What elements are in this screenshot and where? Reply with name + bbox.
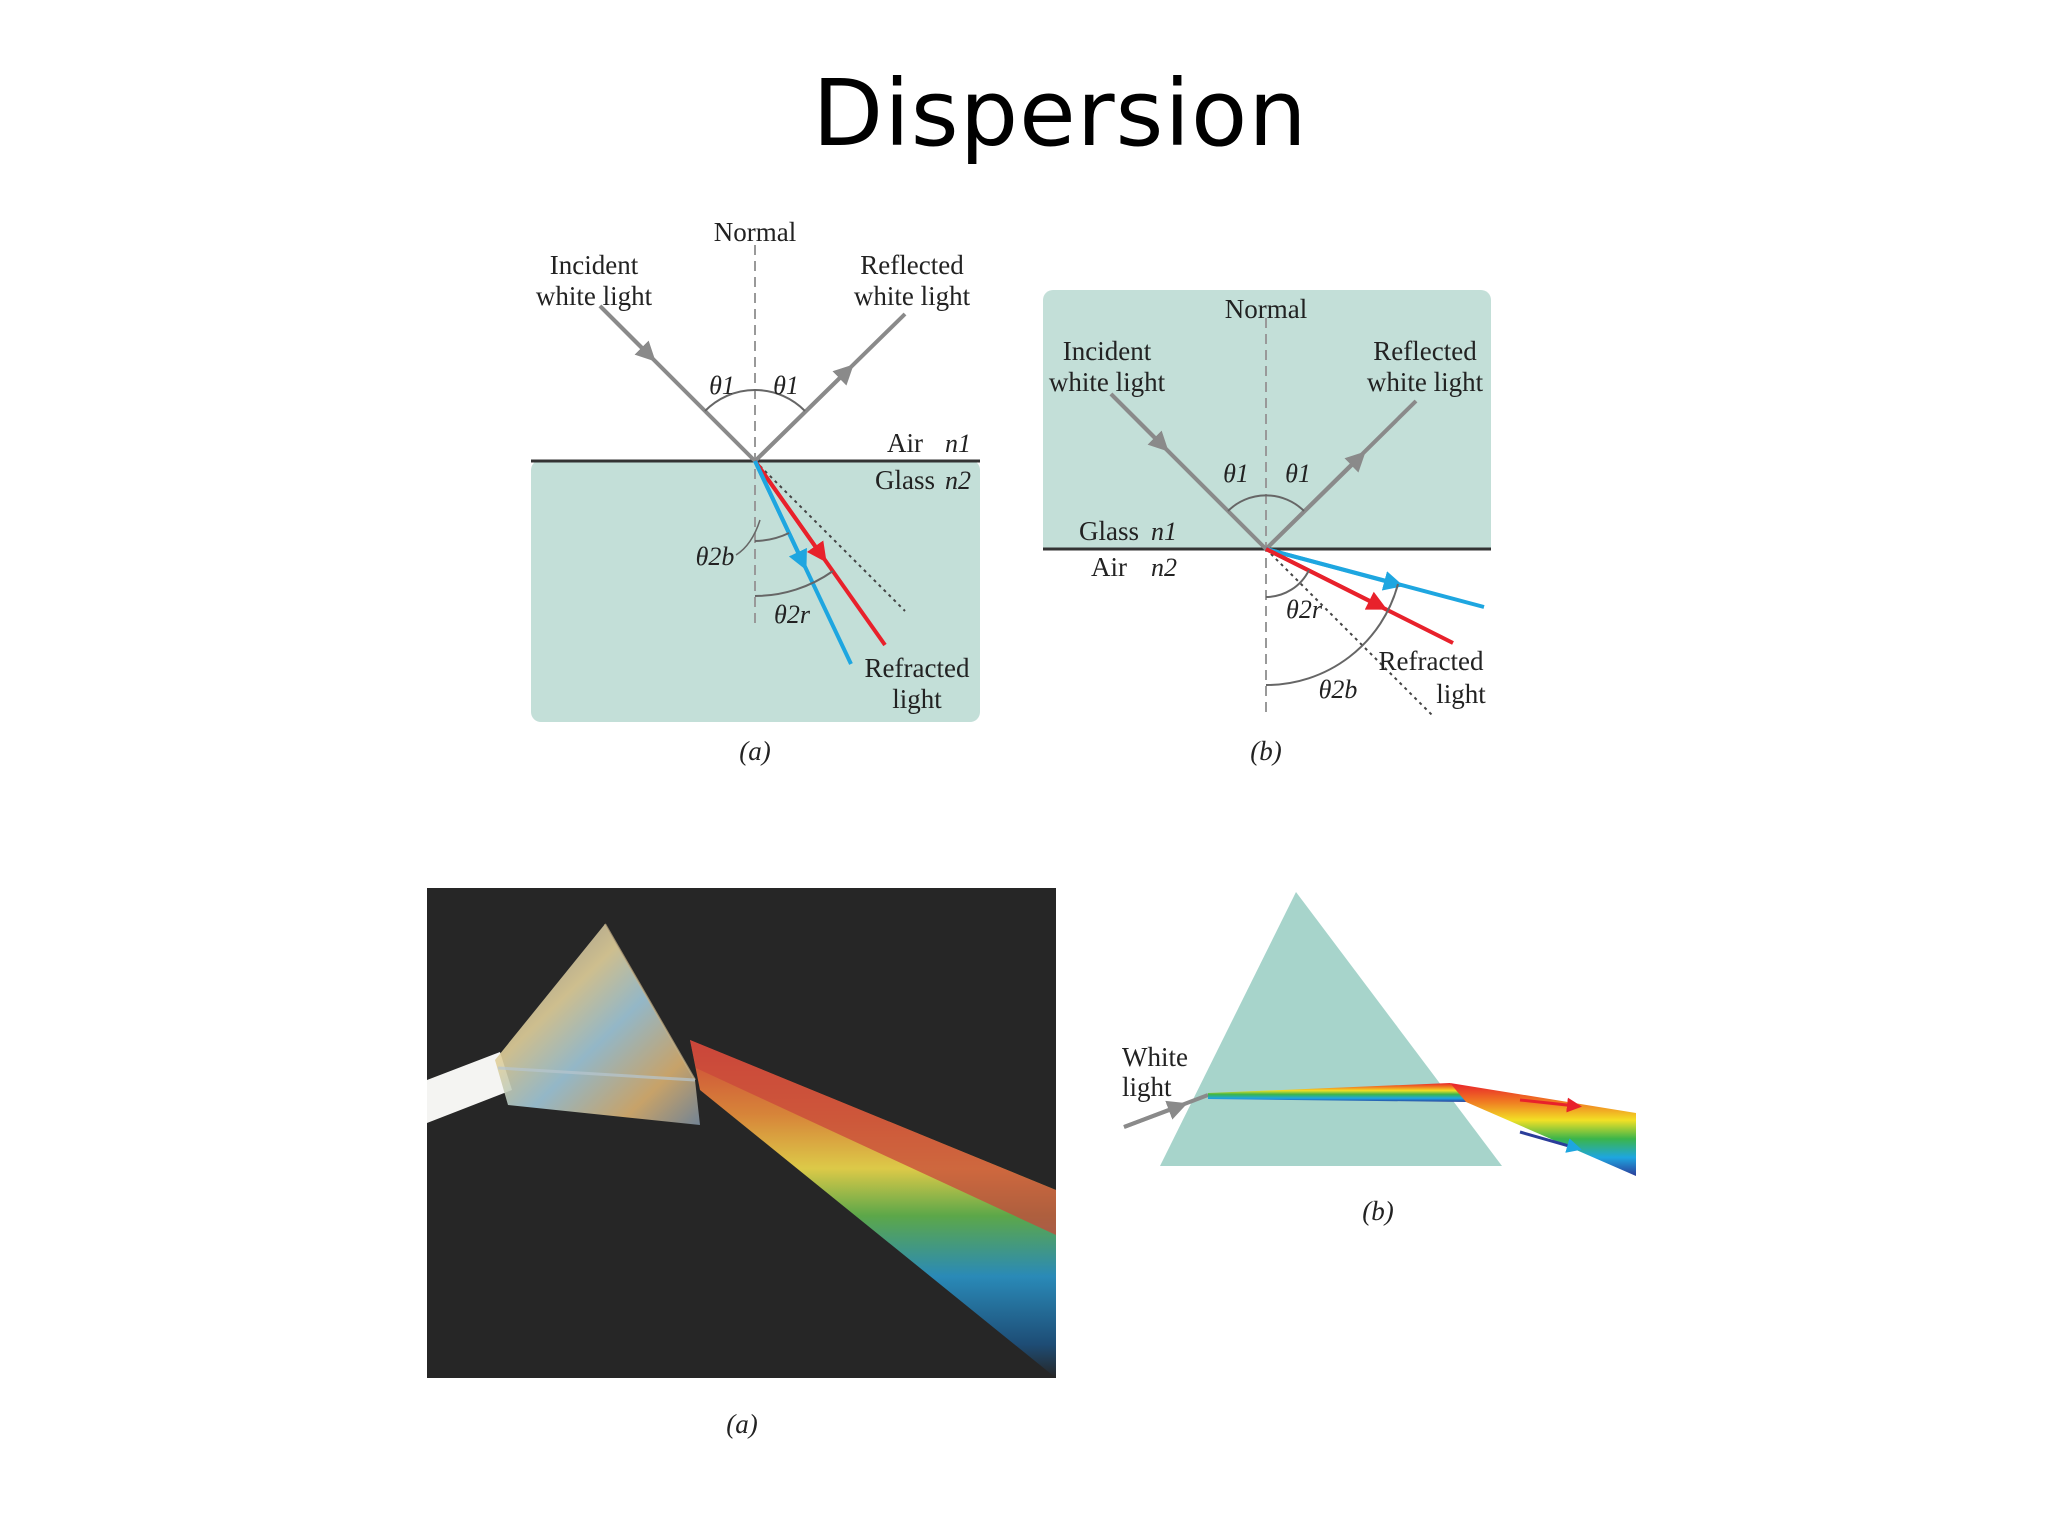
prism-diagram: White light (b) [1122, 892, 1636, 1226]
spectrum-red-band [690, 1040, 1056, 1235]
incident-label: Incident [550, 250, 639, 280]
n2-label: n2 [1151, 553, 1177, 582]
undeviated-dotted-line [1265, 548, 1434, 717]
red-arrow [1265, 547, 1388, 610]
normal-label: Normal [1225, 294, 1307, 324]
prism-photo: (a) [427, 888, 1056, 1439]
theta2b-arc [1265, 583, 1399, 687]
blue-output-arrow [1519, 1130, 1582, 1153]
theta2b-label: θ2b [696, 542, 735, 571]
refracted-label-2: light [1436, 679, 1486, 709]
reflected-label: Reflected [860, 250, 964, 280]
red-output-arrow [1519, 1097, 1582, 1113]
blue-arrow [1265, 547, 1404, 591]
incident-arrow [1109, 392, 1169, 452]
slide-title: Dispersion [812, 60, 1308, 167]
reflected-label-2: white light [854, 281, 971, 311]
glass-label: Glass [1079, 516, 1139, 546]
theta1-arc [1227, 494, 1305, 512]
reflected-arrow [1264, 451, 1366, 551]
theta1-left-label: θ1 [1223, 459, 1249, 488]
incident-label-2: white light [536, 281, 653, 311]
theta2r-label: θ2r [1286, 595, 1323, 624]
white-light-arrow [1123, 1100, 1188, 1129]
incident-label-2: white light [1049, 367, 1166, 397]
reflected-arrow [753, 364, 854, 463]
prism-edge-lower [497, 1066, 696, 1082]
n1-label: n1 [1151, 517, 1177, 546]
red-arrow [753, 459, 827, 563]
theta2b-leader [735, 519, 761, 556]
normal-label: Normal [714, 217, 796, 247]
air-label: Air [1091, 552, 1127, 582]
theta2r-label: θ2r [774, 600, 811, 629]
photo-background [427, 888, 1056, 1378]
theta2r-arc [754, 570, 834, 597]
refracted-label: Refracted [1379, 646, 1484, 676]
prism-edge [604, 923, 696, 1081]
diagram-a-caption: (a) [739, 736, 770, 766]
reflected-label-2: white light [1367, 367, 1484, 397]
n2-label: n2 [945, 466, 971, 495]
prism-diagram-caption: (b) [1362, 1196, 1393, 1226]
theta1-left-label: θ1 [709, 371, 735, 400]
theta1-right-label: θ1 [773, 371, 799, 400]
theta2r-arc [1265, 569, 1310, 598]
blue-arrow [753, 460, 807, 571]
theta1-arc [704, 388, 806, 412]
air-label: Air [887, 428, 923, 458]
glass-label: Glass [875, 465, 935, 495]
refracted-label-2: light [892, 684, 942, 714]
white-light-beam [427, 1052, 512, 1123]
glass-prism [495, 924, 700, 1125]
theta2b-arc [754, 532, 790, 542]
theta1-right-label: θ1 [1285, 459, 1311, 488]
diagram-b-caption: (b) [1250, 736, 1281, 766]
spectrum-beam [690, 1040, 1056, 1378]
internal-spectrum [1208, 1083, 1468, 1102]
reflected-label: Reflected [1373, 336, 1477, 366]
diagram-b-glass-to-air: Normal Incident white light Reflected wh… [1043, 290, 1491, 766]
glass-region-bottom-fill [1043, 530, 1491, 550]
refracted-label: Refracted [865, 653, 970, 683]
prism-triangle [1160, 892, 1502, 1166]
diagram-a-air-to-glass: Normal Incident white light Reflected wh… [531, 217, 980, 766]
incident-arrow [598, 304, 656, 362]
incident-label: Incident [1063, 336, 1152, 366]
white-light-label-2: light [1122, 1072, 1172, 1102]
undeviated-dotted-line [754, 460, 906, 612]
theta2b-label: θ2b [1319, 675, 1358, 704]
white-light-label: White [1122, 1042, 1188, 1072]
photo-caption: (a) [726, 1409, 757, 1439]
n1-label: n1 [945, 429, 971, 458]
outgoing-spectrum [1450, 1083, 1636, 1176]
